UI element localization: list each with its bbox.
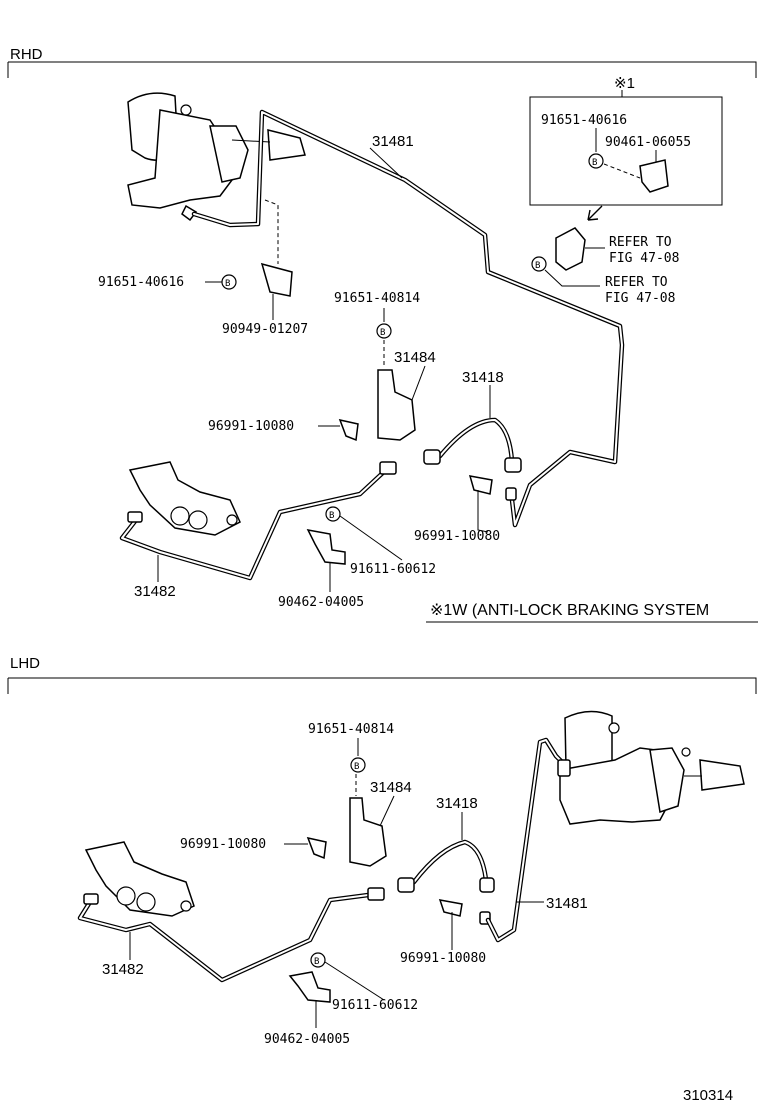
rhd-label-90949-01207: 90949-01207	[222, 322, 308, 337]
lhd-section-rule	[7, 677, 757, 694]
rhd-refer-2-line2: FIG 47-08	[605, 291, 675, 306]
lhd-hose-31418	[397, 839, 495, 925]
lhd-label-31482: 31482	[102, 961, 144, 978]
rhd-bolt-icon-3	[325, 506, 341, 522]
lhd-label-31484: 31484	[370, 779, 412, 796]
rhd-master-cylinder	[127, 92, 306, 222]
rhd-label-96991-10080-b: 96991-10080	[414, 529, 500, 544]
rhd-label-91651-40616: 91651-40616	[98, 275, 184, 290]
rhd-bolt-icon-4-letter: B	[535, 261, 540, 271]
rhd-section-label: RHD	[10, 46, 43, 63]
lhd-clip-96991-b	[438, 899, 463, 917]
inset-bolt-icon-letter: B	[592, 158, 597, 168]
rhd-bracket-31484	[377, 369, 416, 441]
lhd-bolt-60612-leader	[324, 961, 385, 1001]
rhd-31481-leader	[369, 147, 403, 179]
figure-number: 310314	[683, 1087, 733, 1104]
rhd-section-rule	[7, 61, 757, 78]
rhd-refer-2-leader	[544, 269, 600, 287]
inset-bolt-icon	[588, 153, 604, 169]
rhd-refer-2-line1: REFER TO	[605, 275, 668, 290]
inset-arrow	[587, 205, 603, 221]
rhd-pipe-31481	[191, 109, 625, 528]
rhd-bolt-icon-1-letter: B	[225, 279, 230, 289]
rhd-bolt-icon-3-letter: B	[329, 511, 334, 521]
rhd-label-31484: 31484	[394, 349, 436, 366]
lhd-label-91651-40814: 91651-40814	[308, 722, 394, 737]
lhd-clip-90462	[288, 971, 331, 1003]
rhd-label-31482: 31482	[134, 583, 176, 600]
rhd-pipe-31482	[119, 461, 397, 581]
rhd-refer-1-line2: FIG 47-08	[609, 251, 679, 266]
lhd-bolt-icon-1-letter: B	[354, 762, 359, 772]
lhd-master-cylinder	[559, 710, 745, 825]
rhd-bolt-icon-2	[376, 323, 392, 339]
rhd-label-91611-60612: 91611-60612	[350, 562, 436, 577]
rhd-hose-31418	[423, 417, 522, 501]
lhd-label-96991-10080-b: 96991-10080	[400, 951, 486, 966]
lhd-release-cylinder	[84, 841, 195, 917]
lhd-label-31481: 31481	[546, 895, 588, 912]
rhd-label-31481: 31481	[372, 133, 414, 150]
rhd-inset-box: ※1 91651-40616 B 90461-06055	[529, 75, 723, 206]
rhd-bolt-icon-4	[531, 256, 547, 272]
rhd-label-91651-40814: 91651-40814	[334, 291, 420, 306]
rhd-clamp-guide-line	[264, 199, 279, 264]
lhd-label-90462-04005: 90462-04005	[264, 1032, 350, 1047]
rhd-label-90462-04005: 90462-04005	[278, 595, 364, 610]
rhd-clamp-90949	[260, 262, 293, 297]
rhd-31484-leader	[411, 365, 426, 401]
lhd-pipe-31481	[485, 737, 571, 943]
rhd-bolt-60612-leader	[339, 515, 403, 561]
lhd-label-96991-10080-a: 96991-10080	[180, 837, 266, 852]
lhd-bolt-icon-2	[310, 952, 326, 968]
lhd-label-31418: 31418	[436, 795, 478, 812]
inset-label-91651-40616: 91651-40616	[541, 113, 627, 128]
rhd-label-31418: 31418	[462, 369, 504, 386]
inset-clamp	[639, 159, 669, 193]
lhd-31484-leader	[379, 795, 395, 827]
inset-title: ※1	[614, 75, 635, 92]
rhd-clip-96991-a	[338, 418, 359, 442]
rhd-abs-clamp	[555, 227, 586, 271]
inset-label-90461-06055: 90461-06055	[605, 135, 691, 150]
rhd-bolt-icon-2-letter: B	[380, 328, 385, 338]
lhd-bolt-icon-2-letter: B	[314, 957, 319, 967]
lhd-bolt-icon-1	[350, 757, 366, 773]
rhd-footnote: ※1W (ANTI-LOCK BRAKING SYSTEM	[430, 602, 709, 619]
lhd-clip-96991-a	[306, 836, 327, 860]
lhd-pipe-31482	[77, 887, 385, 983]
rhd-clip-90462	[306, 528, 346, 565]
rhd-clip-b-leader	[477, 490, 489, 533]
lhd-bracket-31484	[349, 797, 387, 867]
lhd-label-91611-60612: 91611-60612	[332, 998, 418, 1013]
lhd-section-label: LHD	[10, 655, 40, 672]
rhd-clip-96991-b	[468, 475, 493, 495]
rhd-label-96991-10080-a: 96991-10080	[208, 419, 294, 434]
rhd-refer-1-line1: REFER TO	[609, 235, 672, 250]
rhd-release-cylinder	[128, 461, 241, 536]
